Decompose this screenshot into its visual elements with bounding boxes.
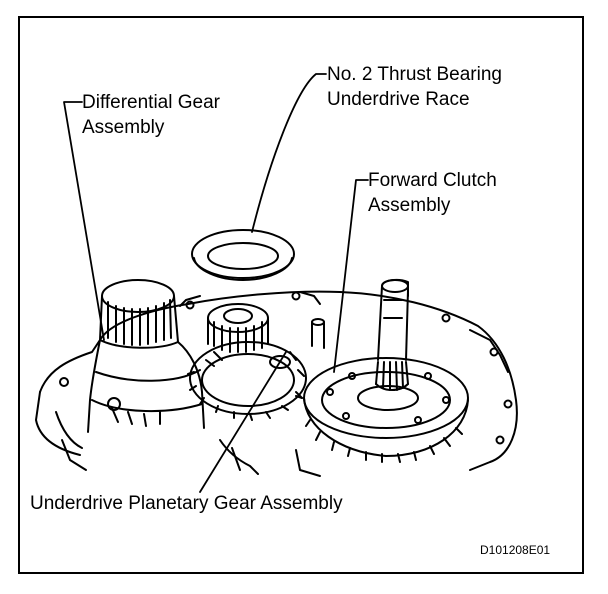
label-forward-clutch: Forward Clutch Assembly xyxy=(368,168,497,218)
leader-underdrive-planetary xyxy=(199,351,287,493)
label-thrust-bearing-line1: No. 2 Thrust Bearing xyxy=(327,64,502,85)
leader-thrust-bearing xyxy=(251,73,327,233)
label-thrust-bearing: No. 2 Thrust Bearing Underdrive Race xyxy=(327,62,502,112)
label-underdrive-planetary: Underdrive Planetary Gear Assembly xyxy=(30,491,343,516)
leader-forward-clutch xyxy=(333,179,369,373)
label-forward-clutch-line2: Assembly xyxy=(368,195,451,216)
label-differential: Differential Gear Assembly xyxy=(82,90,220,140)
forward-clutch-assembly xyxy=(303,278,469,463)
label-differential-line2: Assembly xyxy=(82,117,165,138)
figure-code: D101208E01 xyxy=(480,543,551,557)
figure-frame xyxy=(18,16,584,574)
label-differential-line1: Differential Gear xyxy=(82,92,220,113)
leader-lines xyxy=(63,73,369,493)
label-thrust-bearing-line2: Underdrive Race xyxy=(327,89,470,110)
label-forward-clutch-line1: Forward Clutch xyxy=(368,170,497,191)
leader-differential xyxy=(63,101,105,341)
thrust-bearing-race xyxy=(191,229,295,281)
differential-gear-assembly xyxy=(87,279,205,433)
label-underdrive-planetary-line1: Underdrive Planetary Gear Assembly xyxy=(30,493,343,514)
underdrive-planetary-gear xyxy=(187,303,307,421)
